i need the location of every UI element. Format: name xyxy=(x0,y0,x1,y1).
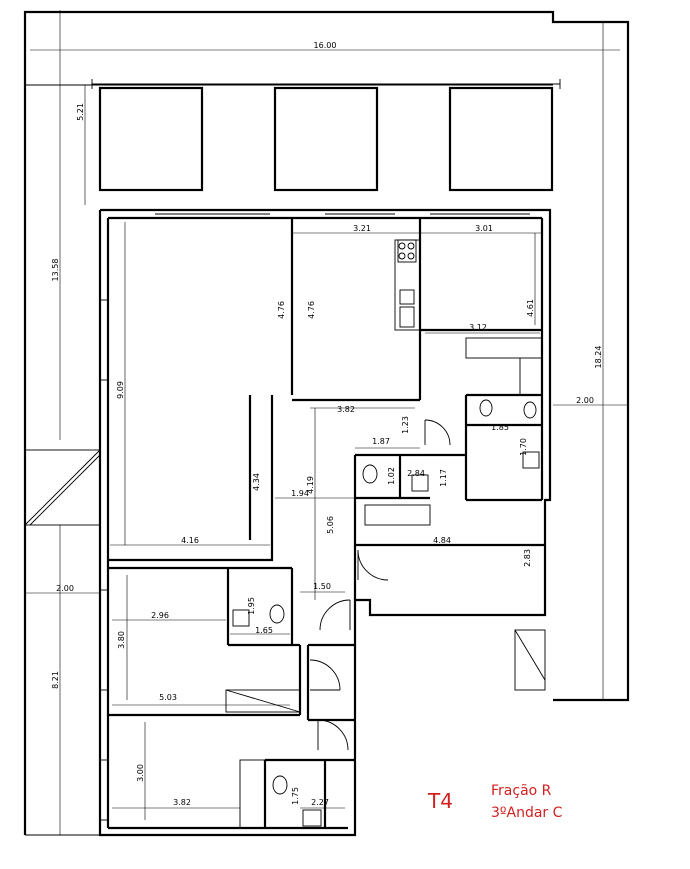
dim-left-height-upper: 13.58 xyxy=(51,259,60,282)
dim-hall-left: 4.34 xyxy=(252,473,261,491)
dim-corridor-width: 1.94 xyxy=(291,489,309,498)
dim-bath-door: 1.23 xyxy=(401,416,410,434)
dim-kitchen-width: 3.21 xyxy=(353,224,371,233)
unit-code: T4 xyxy=(427,789,453,813)
fraction-label: Fração R xyxy=(491,783,552,799)
dim-ens-width: 1.85 xyxy=(491,423,509,432)
dim-bed-s-height: 3.00 xyxy=(136,764,145,782)
dim-wc-width: 1.02 xyxy=(387,467,396,485)
outer-boundary xyxy=(23,10,630,836)
dim-bed-e-width: 4.84 xyxy=(433,536,451,545)
dim-right-height: 18.24 xyxy=(594,346,603,369)
dim-living-partial: 4.76 xyxy=(277,301,286,319)
dim-room-ne-height: 4.61 xyxy=(526,299,535,317)
terrace-planters xyxy=(91,79,561,192)
dim-bath-width: 1.87 xyxy=(372,437,390,446)
dim-passage-width: 1.50 xyxy=(313,582,331,591)
dim-wc4-width: 2.27 xyxy=(311,798,329,807)
dim-bed-sw-height: 3.80 xyxy=(117,631,126,649)
dim-right-width-mid: 2.00 xyxy=(576,396,594,405)
dim-wc2-width: 2.84 xyxy=(407,469,425,478)
dim-wc4-height: 1.75 xyxy=(291,787,300,805)
apartment-walls xyxy=(98,208,552,837)
dim-corridor-height: 5.06 xyxy=(326,516,335,534)
dim-wc2-height: 1.17 xyxy=(439,469,448,487)
dim-hall-height: 4.19 xyxy=(306,476,315,494)
door-swings xyxy=(309,419,451,751)
dim-bed-sw-width: 2.96 xyxy=(151,611,169,620)
dim-hall-width: 3.82 xyxy=(337,405,355,414)
dim-ens-height: 1.70 xyxy=(519,438,528,456)
dim-living-width: 4.16 xyxy=(181,536,199,545)
dimension-lines xyxy=(25,10,628,835)
dim-wc3-width: 1.65 xyxy=(255,626,273,635)
dim-bed-e-height: 2.83 xyxy=(523,549,532,567)
dim-bed-s-width: 3.82 xyxy=(173,798,191,807)
dim-wc3-height: 1.95 xyxy=(247,597,256,615)
dim-bed-sw-wall: 5.03 xyxy=(159,693,177,702)
dim-kitchen-wall: 4.76 xyxy=(307,301,316,319)
dim-overall-width: 16.00 xyxy=(314,41,337,50)
dim-room-ne-width: 3.01 xyxy=(475,224,493,233)
dim-room-ne-inner: 3.12 xyxy=(469,323,487,332)
dim-left-width-mid: 2.00 xyxy=(56,584,74,593)
dim-terrace-depth: 5.21 xyxy=(76,103,85,121)
dim-living-height: 9.09 xyxy=(116,381,125,399)
dim-left-height-lower: 8.21 xyxy=(51,671,60,689)
light-well xyxy=(514,629,546,691)
floor-label: 3ºAndar C xyxy=(491,805,563,821)
